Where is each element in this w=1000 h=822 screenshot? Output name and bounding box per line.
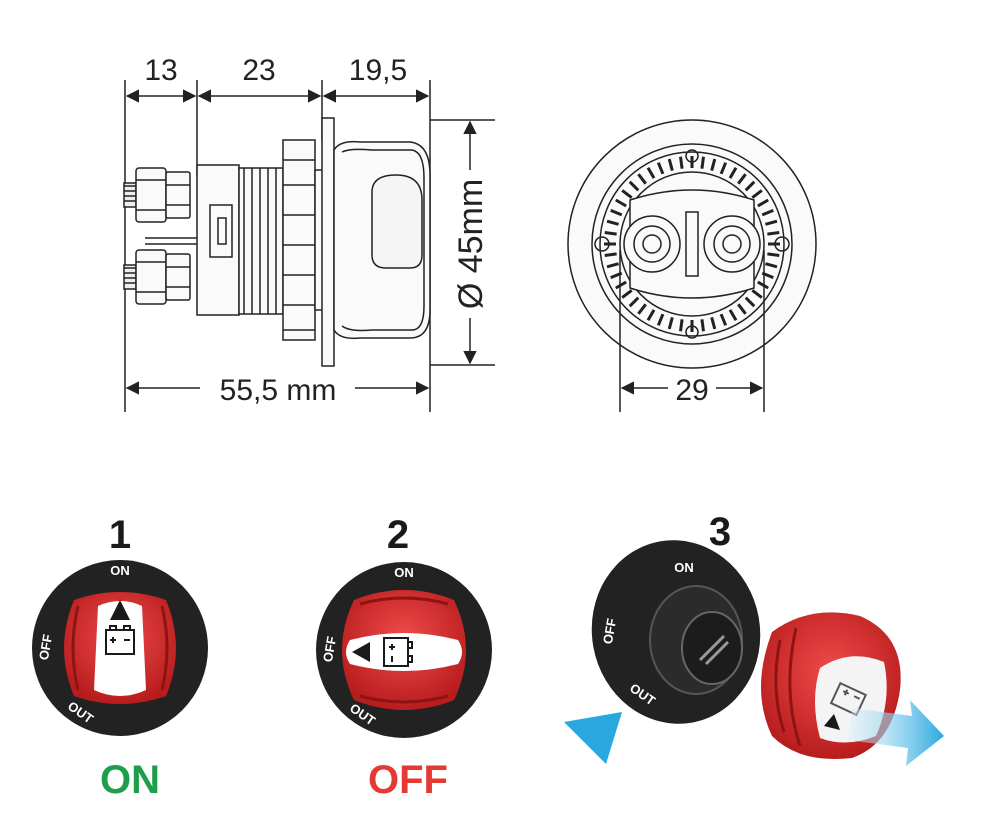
step-3-group: 3 ON OFF OUT: [564, 510, 944, 766]
dim-diameter-label: Ø 45mm: [452, 179, 490, 309]
rear-tooth: [604, 231, 617, 236]
rear-tooth: [606, 219, 619, 226]
step-1-group: 1 ON OFF OUT ON: [32, 513, 208, 802]
rear-tooth: [667, 158, 674, 171]
step-2-ring-off: OFF: [320, 635, 339, 663]
rear-tooth: [646, 167, 656, 179]
step-1-knob: [64, 592, 176, 704]
rear-tooth: [656, 162, 665, 175]
rotate-arrow-icon: [564, 712, 622, 764]
rear-tooth: [628, 180, 640, 192]
step-2-state-label: OFF: [368, 758, 448, 802]
rear-tooth: [761, 208, 774, 217]
dim-length-label: 55,5 mm: [220, 374, 337, 407]
step-2-group: 2 ON OFF OUT OFF: [316, 513, 492, 802]
rear-tooth: [744, 180, 756, 192]
rear-tooth: [719, 313, 728, 326]
step-3-number: 3: [709, 510, 731, 554]
rear-tooth: [719, 162, 728, 175]
triangle-icon: [824, 714, 840, 730]
rear-tooth: [621, 189, 633, 199]
rear-tooth: [700, 156, 705, 169]
rear-tooth: [615, 280, 627, 290]
rear-tooth: [637, 173, 647, 185]
rear-tooth: [751, 189, 763, 199]
rear-tooth: [637, 303, 647, 315]
rear-tooth: [679, 156, 684, 169]
step-2-number: 2: [387, 513, 409, 557]
rear-tooth: [621, 289, 633, 299]
rear-tooth: [710, 317, 717, 330]
dim-19-5-label: 19,5: [349, 54, 407, 87]
side-view-drawing: [123, 80, 495, 412]
step-1-ring-off: OFF: [36, 633, 55, 661]
step-1-state-label: ON: [100, 758, 160, 802]
rear-tooth: [757, 280, 769, 290]
rear-tooth: [615, 198, 627, 208]
dim-23-label: 23: [242, 54, 275, 87]
rear-tooth: [606, 262, 619, 269]
rear-tooth: [767, 231, 780, 236]
rear-tooth: [757, 198, 769, 208]
rear-tooth: [610, 208, 623, 217]
step-1-ring-on: ON: [110, 563, 130, 578]
step-3-ring-off: OFF: [600, 617, 619, 645]
rear-tooth: [765, 262, 778, 269]
step-3-ring-on: ON: [674, 560, 694, 575]
rear-tooth: [656, 313, 665, 326]
up-triangle-icon: [110, 600, 130, 620]
dim-13-label: 13: [144, 54, 177, 87]
battery-icon: [829, 681, 868, 717]
step-2-ring-on: ON: [394, 565, 414, 580]
step-1-number: 1: [109, 513, 131, 557]
rear-tooth: [667, 317, 674, 330]
rear-tooth: [744, 296, 756, 308]
rear-tooth: [728, 309, 738, 321]
terminal-bottom: [123, 249, 191, 305]
rear-view-drawing: [567, 119, 817, 412]
rear-tooth: [646, 309, 656, 321]
terminal-top: [123, 167, 191, 223]
rear-tooth: [628, 296, 640, 308]
step-2-knob: [342, 590, 466, 710]
rear-tooth: [765, 219, 778, 226]
rear-tooth: [737, 173, 747, 185]
dim-width-label: 29: [675, 374, 708, 407]
rear-tooth: [604, 252, 617, 257]
pull-out-arrow-icon: [848, 700, 944, 766]
rear-tooth: [737, 303, 747, 315]
rear-tooth: [751, 289, 763, 299]
rear-tooth: [700, 319, 705, 332]
rear-tooth: [767, 252, 780, 257]
rear-tooth: [710, 158, 717, 171]
battery-icon: [383, 637, 413, 667]
key-slot-icon: [698, 634, 730, 666]
rear-tooth: [728, 167, 738, 179]
battery-icon: [105, 625, 135, 655]
rear-tooth: [679, 319, 684, 332]
left-triangle-icon: [352, 642, 370, 662]
